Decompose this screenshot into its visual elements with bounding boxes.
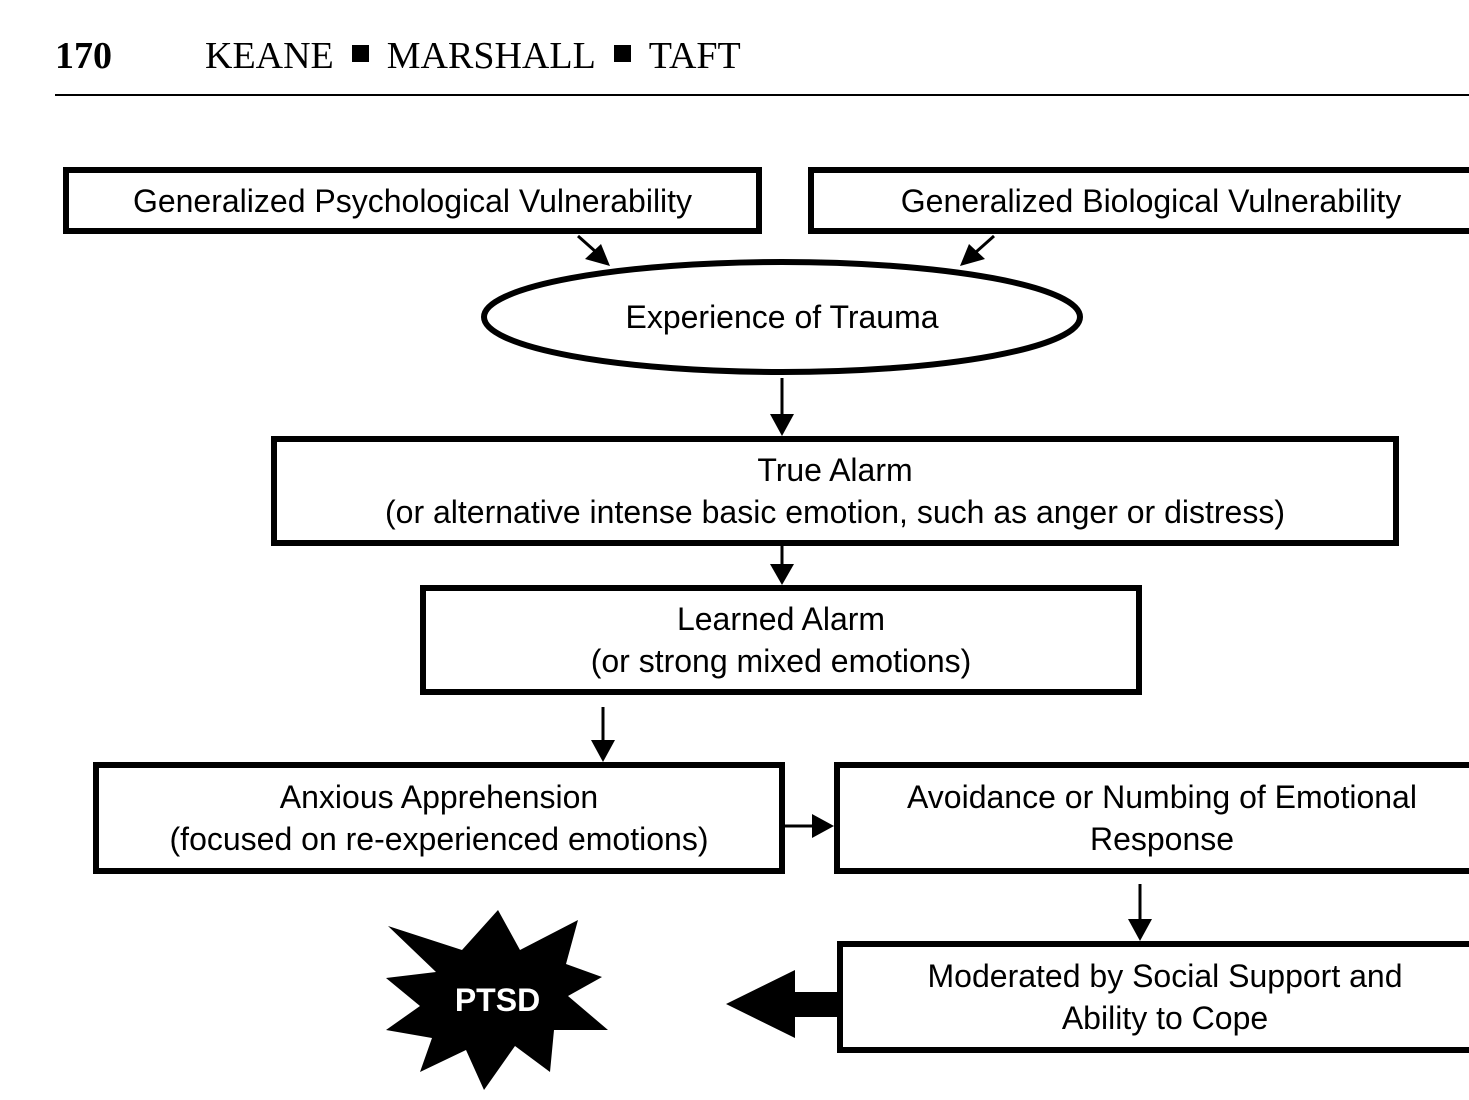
node-label: Experience of Trauma: [625, 299, 939, 335]
node-label: Moderated by Social Support and: [927, 958, 1403, 994]
header-rule: [55, 94, 1469, 96]
edge-psych-to-trauma-arrowhead: [585, 244, 610, 266]
node-anxious-apprehension: Anxious Apprehension (focused on re-expe…: [93, 762, 785, 874]
node-ptsd: PTSD: [410, 970, 585, 1030]
edge-bio-to-trauma-arrowhead: [960, 244, 985, 266]
separator-square-icon: [351, 44, 369, 62]
node-sublabel: (or alternative intense basic emotion, s…: [385, 494, 1285, 530]
ptsd-starburst: [386, 910, 608, 1090]
edge-true-to-learned-arrowhead: [770, 564, 794, 585]
edge-avoidance-to-moderated-arrowhead: [1128, 919, 1152, 941]
edge-psych-to-trauma: [577, 234, 597, 254]
node-bio-vulnerability: Generalized Biological Vulnerability: [808, 167, 1469, 234]
edge-moderated-to-ptsd-block-arrow: [726, 970, 837, 1038]
node-label: PTSD: [454, 981, 541, 1018]
author-names: KEANE MARSHALL TAFT: [205, 34, 741, 78]
separator-square-icon: [613, 44, 631, 62]
edge-learned-to-anxious-arrowhead: [591, 740, 615, 762]
node-label-line-2: Ability to Cope: [1061, 1000, 1269, 1036]
author-3: TAFT: [648, 35, 741, 77]
node-label: Generalized Psychological Vulnerability: [132, 182, 693, 219]
node-moderated: Moderated by Social Support and Ability …: [837, 941, 1469, 1053]
edge-trauma-to-true-alarm-arrowhead: [770, 414, 794, 436]
node-trauma: Experience of Trauma: [482, 260, 1082, 375]
node-sublabel: (focused on re-experienced emotions): [169, 821, 709, 857]
page-number: 170: [55, 35, 112, 77]
node-label: Generalized Biological Vulnerability: [900, 182, 1402, 219]
edge-anxious-to-avoidance-arrowhead: [812, 814, 834, 838]
node-label: Anxious Apprehension: [279, 779, 599, 815]
node-psych-vulnerability: Generalized Psychological Vulnerability: [63, 167, 762, 234]
node-learned-alarm: Learned Alarm (or strong mixed emotions): [420, 585, 1142, 695]
node-label: Avoidance or Numbing of Emotional: [907, 779, 1417, 815]
author-2: MARSHALL: [386, 35, 596, 77]
edge-bio-to-trauma: [975, 234, 995, 254]
node-label: True Alarm: [757, 452, 913, 488]
node-label: Learned Alarm: [676, 601, 886, 637]
node-avoidance: Avoidance or Numbing of Emotional Respon…: [834, 762, 1469, 874]
author-1: KEANE: [205, 35, 334, 77]
trauma-ellipse: [481, 259, 1083, 375]
node-label-line-2: Response: [1089, 821, 1235, 857]
node-sublabel: (or strong mixed emotions): [590, 643, 972, 679]
node-true-alarm: True Alarm (or alternative intense basic…: [271, 436, 1399, 546]
